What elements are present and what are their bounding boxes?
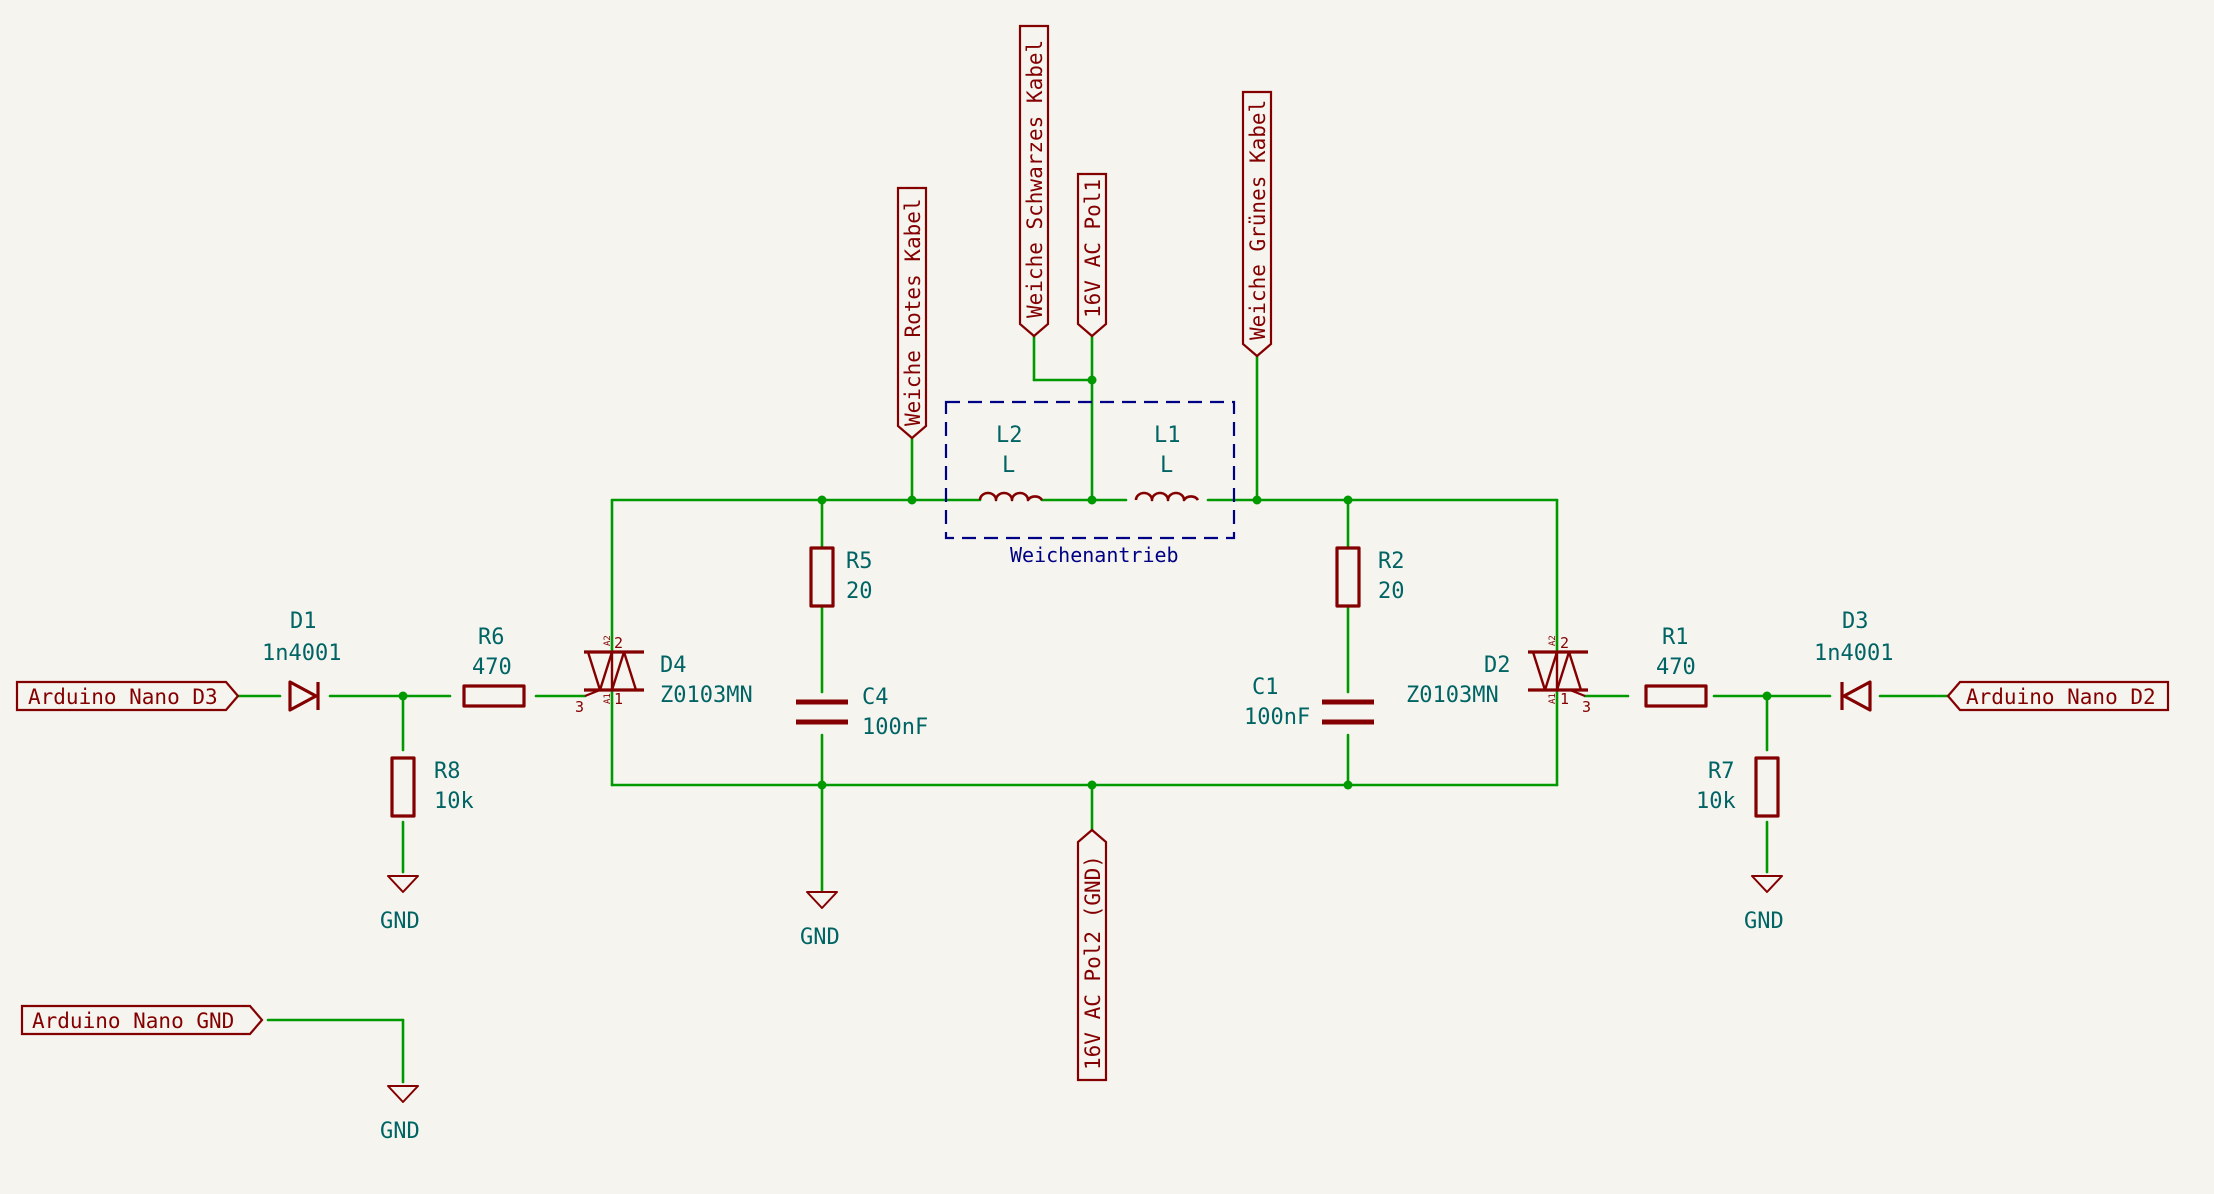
component-ref: C1 bbox=[1252, 675, 1279, 700]
component-value: 10k bbox=[1696, 789, 1736, 814]
global-label-nano-d3[interactable]: Arduino Nano D3 bbox=[15, 680, 240, 712]
component-ref: R8 bbox=[434, 759, 461, 784]
junction bbox=[1087, 495, 1097, 505]
label-text: Arduino Nano D3 bbox=[28, 685, 218, 709]
component-ref: L2 bbox=[996, 423, 1023, 448]
component-ref: C4 bbox=[862, 685, 889, 710]
component-ref: R7 bbox=[1708, 759, 1735, 784]
junction bbox=[817, 495, 827, 505]
inductor-l1[interactable]: L1 L bbox=[1134, 423, 1200, 502]
resistor-r7[interactable]: R7 10k bbox=[1696, 756, 1780, 818]
component-value: 20 bbox=[1378, 579, 1405, 604]
global-label-rotes-kabel[interactable]: Weiche Rotes Kabel bbox=[896, 186, 928, 440]
component-ref: D2 bbox=[1484, 653, 1511, 678]
pin-number: 3 bbox=[575, 698, 584, 716]
component-ref: R1 bbox=[1662, 625, 1689, 650]
label-text: 16V AC Pol2 (GND) bbox=[1081, 855, 1105, 1070]
pin-name: A2 bbox=[603, 635, 613, 646]
pin-number: 3 bbox=[1582, 698, 1591, 716]
global-label-schwarzes-kabel[interactable]: Weiche Schwarzes Kabel bbox=[1018, 24, 1050, 338]
global-label-nano-gnd[interactable]: Arduino Nano GND bbox=[20, 1004, 264, 1036]
capacitor-c4[interactable]: C4 100nF bbox=[796, 685, 928, 740]
component-value: 470 bbox=[1656, 655, 1696, 680]
component-ref: L1 bbox=[1154, 423, 1181, 448]
label-text: Weiche Rotes Kabel bbox=[901, 198, 925, 426]
component-value: 20 bbox=[846, 579, 873, 604]
triac-d4[interactable]: 2 1 3 A2 A1 D4 Z0103MN bbox=[575, 634, 753, 716]
resistor-r8[interactable]: R8 10k bbox=[390, 756, 474, 818]
group-label: Weichenantrieb bbox=[1010, 543, 1179, 567]
junction bbox=[1087, 780, 1097, 790]
global-label-pol2[interactable]: 16V AC Pol2 (GND) bbox=[1076, 828, 1108, 1082]
component-value: L bbox=[1160, 453, 1173, 478]
component-value: 100nF bbox=[1244, 705, 1310, 730]
component-ref: R5 bbox=[846, 549, 873, 574]
component-ref: R6 bbox=[478, 625, 505, 650]
junctions bbox=[398, 375, 1772, 790]
resistor-r5[interactable]: R5 20 bbox=[809, 546, 873, 608]
label-text: Weiche Schwarzes Kabel bbox=[1023, 40, 1047, 318]
global-label-pol1[interactable]: 16V AC Pol1 bbox=[1076, 172, 1108, 338]
resistor-r2[interactable]: R2 20 bbox=[1335, 546, 1405, 608]
gnd-symbol-r8: GND bbox=[380, 875, 420, 934]
component-value: 10k bbox=[434, 789, 474, 814]
junction bbox=[817, 780, 827, 790]
junction bbox=[907, 495, 917, 505]
weichenantrieb-group: Weichenantrieb bbox=[944, 400, 1236, 567]
gnd-label: GND bbox=[380, 909, 420, 934]
resistor-r1[interactable]: R1 470 bbox=[1644, 625, 1708, 708]
component-ref: D4 bbox=[660, 653, 687, 678]
component-value: 1n4001 bbox=[1814, 641, 1893, 666]
component-value: 470 bbox=[472, 655, 512, 680]
gnd-symbol-arduino: GND bbox=[380, 1085, 420, 1144]
pin-number: 2 bbox=[614, 634, 623, 652]
diode-d1[interactable]: D1 1n4001 bbox=[262, 609, 341, 712]
junction bbox=[1343, 495, 1353, 505]
capacitor-c1[interactable]: C1 100nF bbox=[1244, 675, 1374, 730]
label-text: 16V AC Pol1 bbox=[1081, 179, 1105, 318]
gnd-symbol-r7: GND bbox=[1744, 875, 1784, 934]
label-text: Arduino Nano GND bbox=[32, 1009, 234, 1033]
component-value: 100nF bbox=[862, 715, 928, 740]
gnd-symbol-c4: GND bbox=[800, 891, 840, 950]
label-text: Weiche Grünes Kabel bbox=[1246, 100, 1270, 340]
junction bbox=[1343, 780, 1353, 790]
pin-name: A1 bbox=[1548, 693, 1558, 704]
wires bbox=[236, 334, 1950, 1084]
component-value: 1n4001 bbox=[262, 641, 341, 666]
junction bbox=[398, 691, 408, 701]
component-ref: D3 bbox=[1842, 609, 1869, 634]
pin-number: 1 bbox=[614, 690, 623, 708]
pin-number: 2 bbox=[1560, 634, 1569, 652]
triac-d2[interactable]: 2 1 3 A2 A1 D2 Z0103MN bbox=[1406, 634, 1591, 716]
global-label-nano-d2[interactable]: Arduino Nano D2 bbox=[1946, 680, 2170, 712]
component-value: Z0103MN bbox=[1406, 683, 1499, 708]
diode-d3[interactable]: D3 1n4001 bbox=[1814, 609, 1893, 712]
inductor-l2[interactable]: L2 L bbox=[978, 423, 1044, 502]
resistor-r6[interactable]: R6 470 bbox=[462, 625, 526, 708]
pin-number: 1 bbox=[1560, 690, 1569, 708]
gnd-label: GND bbox=[1744, 909, 1784, 934]
component-ref: D1 bbox=[290, 609, 317, 634]
component-value: Z0103MN bbox=[660, 683, 753, 708]
label-text: Arduino Nano D2 bbox=[1966, 685, 2156, 709]
pin-name: A1 bbox=[603, 693, 613, 704]
gnd-label: GND bbox=[800, 925, 840, 950]
junction bbox=[1762, 691, 1772, 701]
pin-name: A2 bbox=[1548, 635, 1558, 646]
junction bbox=[1252, 495, 1262, 505]
component-ref: R2 bbox=[1378, 549, 1405, 574]
global-label-gruenes-kabel[interactable]: Weiche Grünes Kabel bbox=[1241, 90, 1273, 358]
junction bbox=[1087, 375, 1097, 385]
component-value: L bbox=[1002, 453, 1015, 478]
gnd-label: GND bbox=[380, 1119, 420, 1144]
